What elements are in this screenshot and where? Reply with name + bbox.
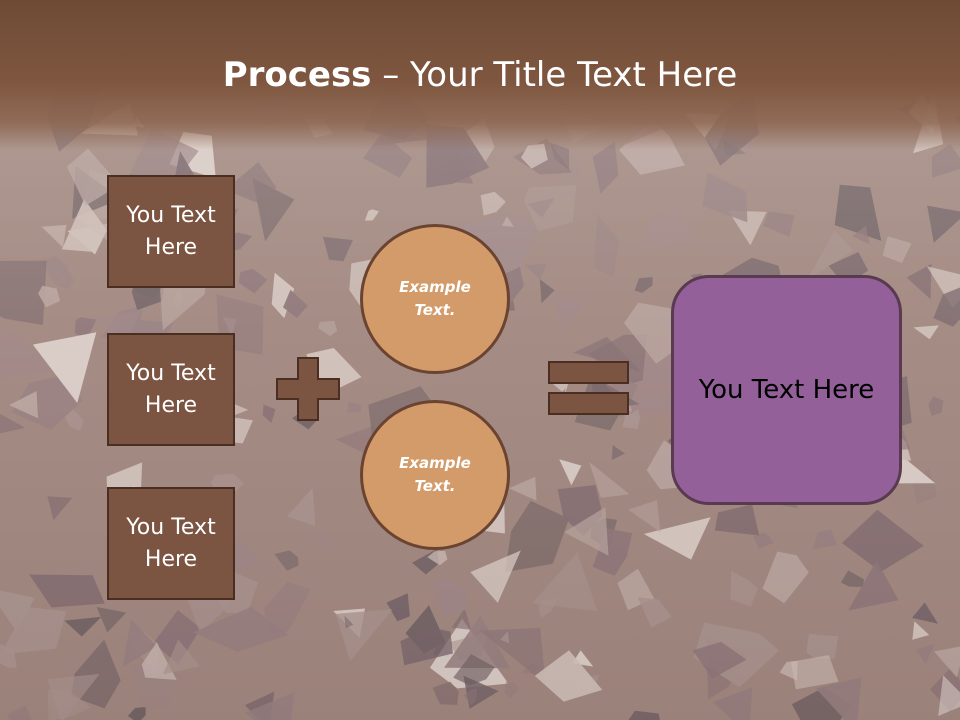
title-bar (0, 0, 960, 150)
input-box-2[interactable]: You Text Here (107, 333, 235, 446)
input-box-2-label: You Text Here (126, 360, 216, 418)
input-box-1-label: You Text Here (126, 202, 216, 260)
title-rest: – Your Title Text Here (371, 55, 738, 95)
result-box[interactable]: You Text Here (671, 275, 902, 505)
example-circle-2[interactable]: Example Text. (360, 400, 510, 550)
input-box-3-label: You Text Here (126, 514, 216, 572)
input-box-1[interactable]: You Text Here (107, 175, 235, 288)
result-label: You Text Here (698, 375, 875, 405)
input-box-3[interactable]: You Text Here (107, 487, 235, 600)
title-bold: Process (222, 55, 372, 95)
example-circle-1-label: Example Text. (399, 278, 471, 319)
plus-icon (276, 357, 340, 421)
slide-title: Process – Your Title Text Here (0, 52, 960, 98)
example-circle-1[interactable]: Example Text. (360, 224, 510, 374)
equals-icon (548, 361, 629, 415)
example-circle-2-label: Example Text. (399, 454, 471, 495)
